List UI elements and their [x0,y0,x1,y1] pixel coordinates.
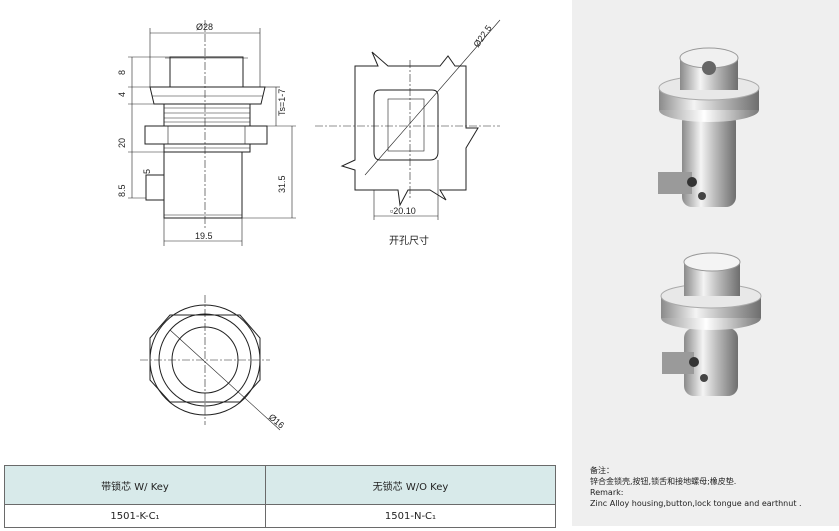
model-table: 带锁芯 W/ Key 无锁芯 W/O Key 1501-K-C₁ 1501-N-… [4,465,557,528]
dim-8-5: 8.5 [117,184,127,197]
dim-square-20-10: ▫20.10 [390,206,416,216]
lock-without-key-photo [660,252,762,396]
remark-block: 备注： 锌合金锁壳,按钮,锁舌和接地螺母;橡皮垫. Remark: Zinc A… [590,465,830,509]
dim-19-5: 19.5 [195,231,213,241]
remark-label-en: Remark: [590,488,624,497]
header-without-key: 无锁芯 W/O Key [264,465,557,505]
dim-4: 4 [117,92,127,97]
dim-dia-28: Ø28 [196,22,213,32]
dim-dia-22-5: Ø22.5 [471,23,493,49]
product-photo-panel [572,0,839,526]
dim-5: 5 [142,169,152,174]
dim-ts: Ts=1-7 [277,89,287,116]
table-row: 1501-K-C₁ 1501-N-C₁ [4,504,557,528]
remark-text-cn: 锌合金锁壳,按钮,锁舌和接地螺母;橡皮垫. [590,477,737,486]
dim-20: 20 [117,138,127,148]
header-with-key: 带锁芯 W/ Key [4,465,266,505]
dim-dia-16: Ø16 [267,412,286,431]
product-photos [658,47,762,396]
cutout-view: Ø22.5 ▫20.10 [315,19,501,220]
lock-with-key-photo [658,47,760,207]
dim-8: 8 [117,70,127,75]
cutout-caption: 开孔尺寸 [389,236,429,247]
bottom-view: Ø16 [140,295,286,430]
front-view: Ø28 8 4 20 8.5 5 Ts=1-7 31.5 19.5 [117,20,296,246]
model-with-key: 1501-K-C₁ [4,504,266,528]
dim-31-5: 31.5 [277,175,287,193]
technical-drawing: Ø28 8 4 20 8.5 5 Ts=1-7 31.5 19.5 Ø22.5 [117,19,501,430]
model-without-key: 1501-N-C₁ [264,504,557,528]
remark-text-en: Zinc Alloy housing,button,lock tongue an… [590,499,802,508]
remark-label-cn: 备注： [590,466,614,475]
